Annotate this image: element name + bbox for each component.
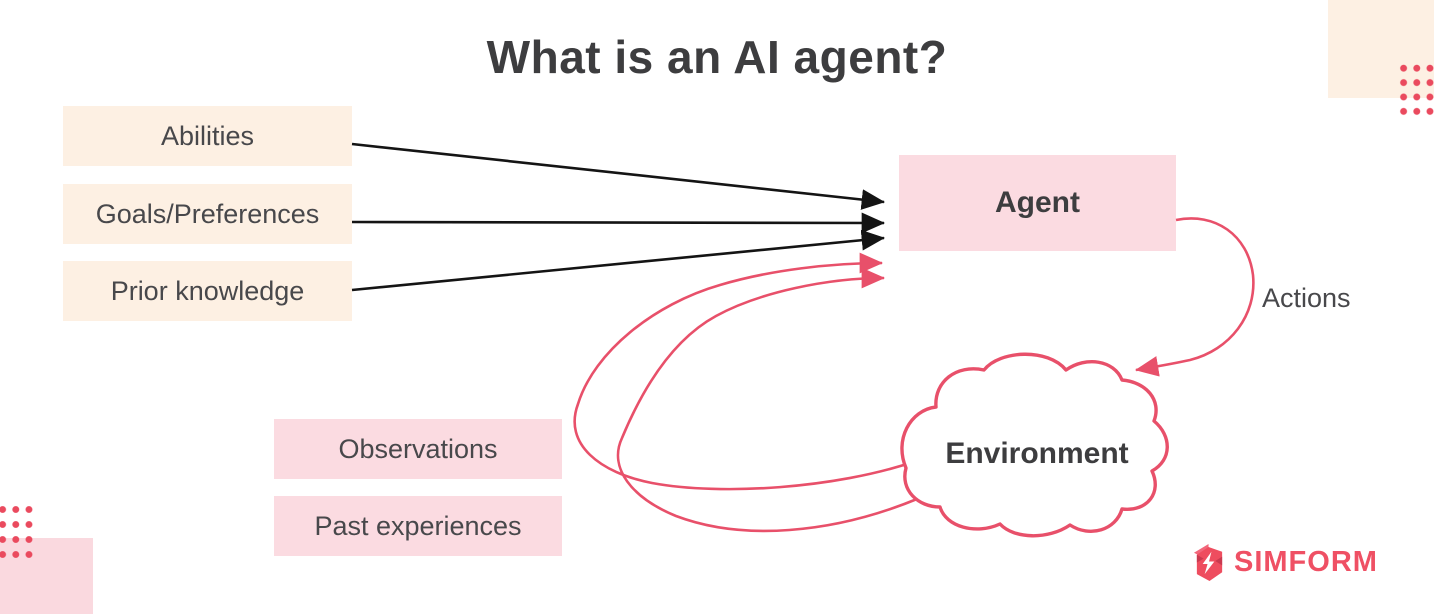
agent-box: Agent bbox=[899, 155, 1176, 251]
input-box-prior-knowledge: Prior knowledge bbox=[63, 261, 352, 321]
arrow-abilities-to-agent bbox=[351, 142, 886, 210]
actions-label: Actions bbox=[1262, 283, 1351, 313]
input-box-goals-preferences-label: Goals/Preferences bbox=[95, 198, 320, 229]
diagram-title: What is an AI agent? bbox=[486, 31, 948, 83]
agent-box-label: Agent bbox=[995, 186, 1080, 219]
decor-dot-grid-bottom-left bbox=[0, 502, 36, 562]
arrow-prior-knowledge-to-agent bbox=[351, 229, 886, 292]
simform-logo-text: SIMFORM bbox=[1234, 546, 1378, 578]
environment-label: Environment bbox=[945, 437, 1129, 470]
input-box-abilities: Abilities bbox=[63, 106, 352, 166]
simform-logo: SIMFORM bbox=[1192, 542, 1378, 583]
feedback-box-past-experiences: Past experiences bbox=[274, 496, 562, 556]
arrow-observations-to-agent bbox=[573, 252, 914, 491]
input-box-goals-preferences: Goals/Preferences bbox=[63, 184, 352, 244]
feedback-box-past-experiences-label: Past experiences bbox=[314, 510, 522, 541]
input-box-prior-knowledge-label: Prior knowledge bbox=[110, 275, 305, 306]
arrow-goals-to-agent bbox=[351, 212, 886, 234]
feedback-box-observations: Observations bbox=[274, 419, 562, 479]
input-box-abilities-label: Abilities bbox=[160, 120, 255, 151]
simform-s-mark-icon bbox=[1193, 544, 1223, 581]
feedback-box-observations-label: Observations bbox=[338, 433, 498, 464]
arrow-past-experiences-to-agent bbox=[616, 267, 918, 533]
decor-dot-grid-top-right bbox=[1397, 61, 1434, 119]
